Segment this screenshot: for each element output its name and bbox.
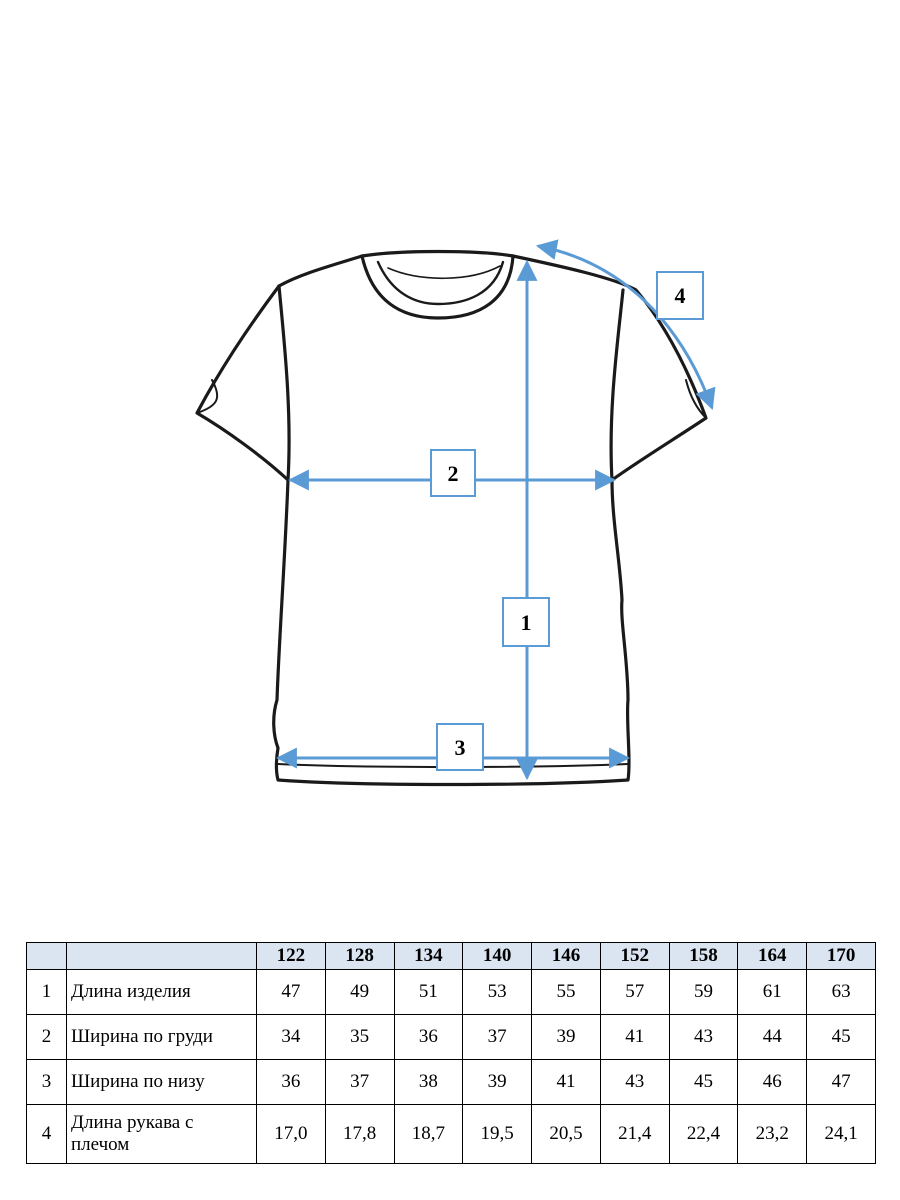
collar-outer [360,254,515,320]
size-152: 152 [599,942,670,970]
size-122: 122 [256,942,326,970]
size-table: 122 128 134 140 146 152 158 164 170 1 Дл… [26,942,876,1164]
size-134: 134 [393,942,464,970]
cell: 22,4 [668,1104,739,1164]
cell: 21,4 [599,1104,670,1164]
cell: 45 [668,1059,739,1105]
cell: 41 [531,1059,601,1105]
row-name: Длина рукава с плечом [66,1104,257,1164]
cell: 43 [599,1059,670,1105]
cell: 18,7 [393,1104,464,1164]
cell: 59 [668,969,739,1015]
collar-outer-top [360,249,515,258]
cell: 47 [806,1059,876,1105]
cell: 57 [599,969,670,1015]
row-name: Ширина по низу [66,1059,257,1105]
cell: 36 [256,1059,326,1105]
cell: 46 [737,1059,808,1105]
cell: 43 [668,1014,739,1060]
left-armhole [277,284,291,482]
cell: 34 [256,1014,326,1060]
cell: 20,5 [531,1104,601,1164]
cell: 55 [531,969,601,1015]
cell: 61 [737,969,808,1015]
cell: 39 [462,1059,533,1105]
label-2: 2 [448,461,459,486]
label-box-4: 4 [656,271,704,320]
row-number: 4 [26,1104,67,1164]
label-3: 3 [455,735,466,760]
cell: 23,2 [737,1104,808,1164]
cell: 17,0 [256,1104,326,1164]
cell: 19,5 [462,1104,533,1164]
label-box-1: 1 [502,597,550,647]
cell: 53 [462,969,533,1015]
row-name: Длина изделия [66,969,257,1015]
cell: 47 [256,969,326,1015]
cell: 63 [806,969,876,1015]
size-140: 140 [462,942,533,970]
table-row: 4 Длина рукава с плечом 17,0 17,8 18,7 1… [26,1104,876,1164]
collar-rib [387,265,501,280]
cell: 44 [737,1014,808,1060]
cell: 37 [324,1059,395,1105]
cell: 51 [393,969,464,1015]
size-158: 158 [668,942,739,970]
table-row: 3 Ширина по низу 36 37 38 39 41 43 45 46… [26,1059,876,1105]
row-number: 2 [26,1014,67,1060]
row-name: Ширина по груди [66,1014,257,1060]
cell: 36 [393,1014,464,1060]
cell: 41 [599,1014,670,1060]
right-armhole [609,288,625,482]
size-170: 170 [806,942,876,970]
sleeve-length-arrow [535,239,716,410]
cell: 38 [393,1059,464,1105]
row-number: 3 [26,1059,67,1105]
cell: 45 [806,1014,876,1060]
tshirt-measurement-diagram: 1 2 3 4 [195,239,716,787]
table-row: 2 Ширина по груди 34 35 36 37 39 41 43 4… [26,1014,876,1060]
size-header-row: 122 128 134 140 146 152 158 164 170 [26,942,876,970]
header-empty-num [26,942,67,970]
size-146: 146 [531,942,601,970]
cell: 35 [324,1014,395,1060]
cell: 24,1 [806,1104,876,1164]
cell: 49 [324,969,395,1015]
label-1: 1 [521,610,532,635]
cell: 37 [462,1014,533,1060]
size-128: 128 [324,942,395,970]
label-box-2: 2 [430,449,476,497]
tshirt-body-outline [195,254,708,787]
cell: 17,8 [324,1104,395,1164]
measurement-arrows [275,239,716,781]
size-164: 164 [737,942,808,970]
row-number: 1 [26,969,67,1015]
label-box-3: 3 [436,723,484,771]
table-row: 1 Длина изделия 47 49 51 53 55 57 59 61 … [26,969,876,1015]
header-empty-name [66,942,257,970]
tshirt-icon [195,249,708,787]
collar-inner [376,260,505,306]
left-sleeve-hem [196,379,219,414]
cell: 39 [531,1014,601,1060]
label-4: 4 [675,283,686,308]
